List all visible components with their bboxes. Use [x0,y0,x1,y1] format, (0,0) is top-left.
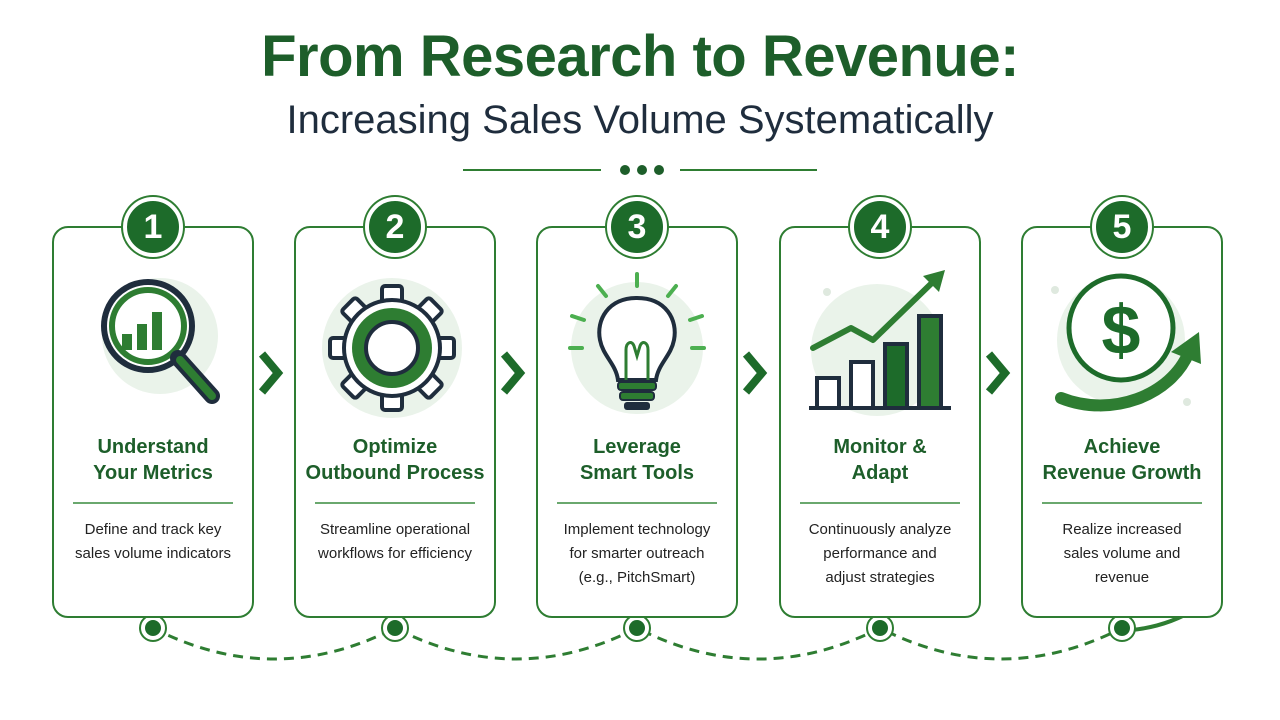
divider-dot [637,165,647,175]
page-title: From Research to Revenue: [261,24,1019,89]
step-rule-1 [73,502,233,504]
chevron-right-icon [742,351,768,395]
step-desc-1: Define and track key sales volume indica… [75,521,231,562]
step-desc-3: Implement technology for smarter outreac… [563,521,711,586]
step-title-5: Achieve Revenue Growth [1042,436,1202,484]
svg-text:$: $ [1102,291,1141,369]
step-rule-5 [1042,502,1202,504]
chevron-right-icon [985,351,1011,395]
lightbulb-icon [536,268,738,428]
page-subtitle: Increasing Sales Volume Systematically [286,98,994,142]
flow-path [139,600,1212,661]
step-title-2: Optimize Outbound Process [305,436,485,484]
step-number-badge-1: 1 [123,197,183,257]
step-number-badge-5: 5 [1092,197,1152,257]
chevron-right-icon [500,351,526,395]
dollar-growth-icon: $ [1021,268,1223,428]
growth-chart-icon [779,268,981,428]
divider-line-left [463,169,601,171]
step-title-3: Leverage Smart Tools [579,436,695,484]
divider-line-right [680,169,817,171]
step-card-1 [52,226,254,618]
step-rule-4 [800,502,960,504]
gear-icon [294,268,496,428]
step-rule-2 [315,502,475,504]
flow-nodes [139,614,1136,642]
flow-dashed-path [152,626,1123,661]
step-desc-4: Continuously analyze performance and adj… [808,521,952,586]
magnifier-bar-chart-icon [52,268,254,428]
step-title-1: Understand Your Metrics [93,436,213,484]
divider-dot [654,165,664,175]
step-number-badge-4: 4 [850,197,910,257]
step-desc-5: Realize increased sales volume and reven… [1062,521,1182,586]
step-title-4: Monitor & Adapt [833,436,927,484]
step-desc-2: Streamline operational workflows for eff… [318,521,472,562]
step-rule-3 [557,502,717,504]
divider-dot [620,165,630,175]
chevron-right-icon [258,351,284,395]
step-number-badge-3: 3 [607,197,667,257]
step-number-badge-2: 2 [365,197,425,257]
